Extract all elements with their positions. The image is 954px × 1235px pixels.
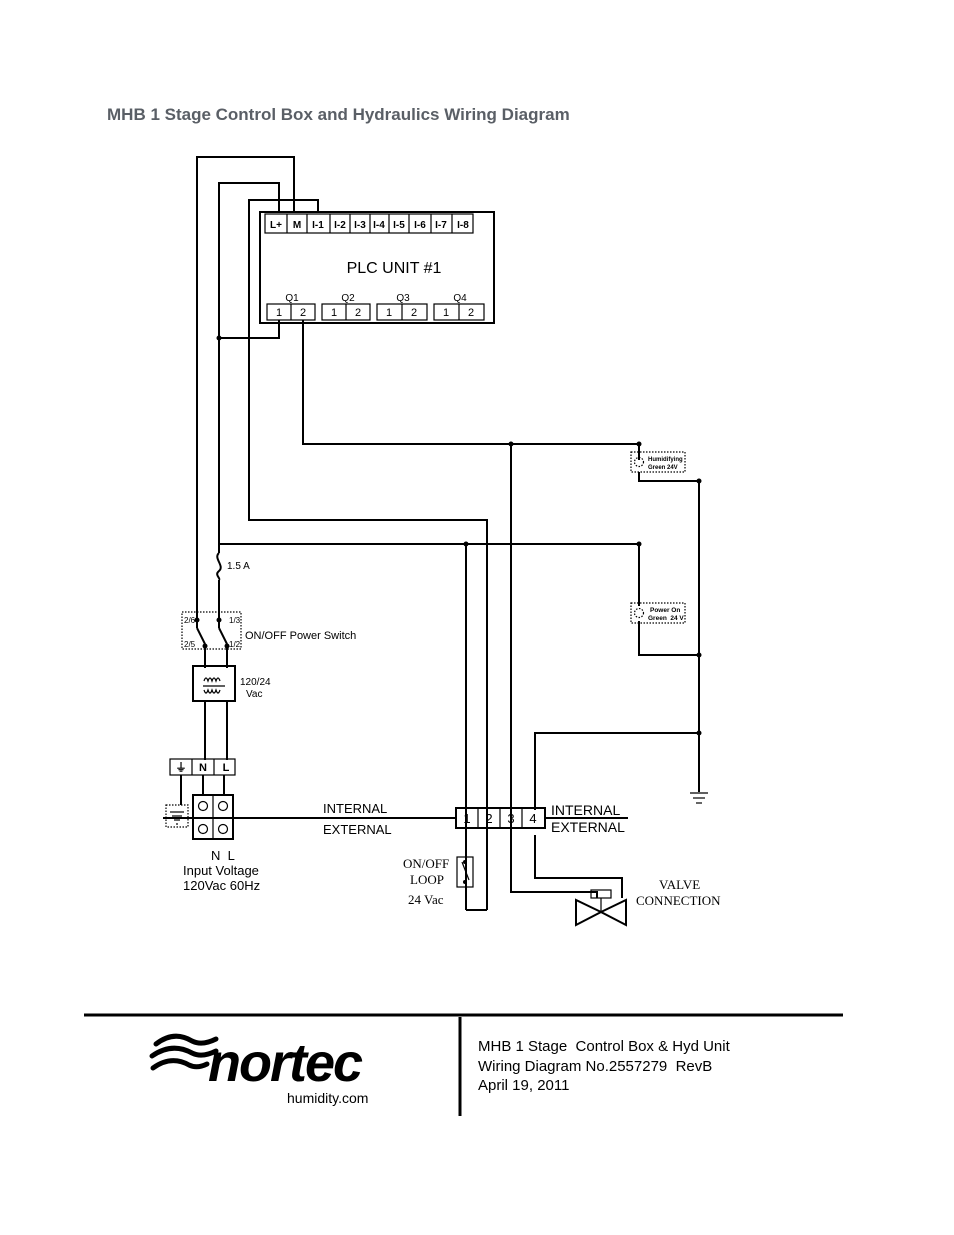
nortec-wave-icon xyxy=(149,1033,219,1071)
valve-label-2: CONNECTION xyxy=(636,893,721,908)
nortec-logo: nortec humidity.com xyxy=(149,1033,368,1106)
plc-terminal-i7: I-7 xyxy=(435,220,447,231)
q4-pin-1: 1 xyxy=(443,307,449,319)
q1-pin-2: 2 xyxy=(300,307,306,319)
power-on-lamp: Power On Green 24 V xyxy=(630,602,686,624)
loop-label-1: ON/OFF xyxy=(403,856,449,871)
plc-output-q2-label: Q2 xyxy=(341,293,355,304)
junction-dots xyxy=(216,335,702,736)
q3-pin-1: 1 xyxy=(386,307,392,319)
q4-pin-2: 2 xyxy=(468,307,474,319)
switch-pin-2-6: 2/6 xyxy=(184,616,196,625)
transformer: 120/24 Vac xyxy=(192,665,271,702)
q3-pin-2: 2 xyxy=(411,307,417,319)
plc-terminal-i1: I-1 xyxy=(312,220,324,231)
switch-pin-1-2: 1/2 xyxy=(229,640,241,649)
loop-label-3: 24 Vac xyxy=(408,892,444,907)
plc-input-terminal-row xyxy=(264,213,474,234)
internal-label-right: INTERNAL xyxy=(551,802,620,818)
input-terminal-block: ⏚ N L xyxy=(165,758,236,840)
power-switch-label: ON/OFF Power Switch xyxy=(245,630,356,642)
plc-unit: L+ M I-1 I-2 I-3 I-4 I-5 I-6 I-7 I-8 PLC… xyxy=(259,211,495,324)
loop-label-2: LOOP xyxy=(410,872,444,887)
plc-terminal-m: M xyxy=(293,220,301,231)
input-voltage-label: Input Voltage xyxy=(183,863,259,878)
plc-terminal-i6: I-6 xyxy=(414,220,426,231)
footer-line-1: MHB 1 Stage Control Box & Hyd Unit xyxy=(478,1038,731,1055)
external-label-right: EXTERNAL xyxy=(551,819,625,835)
page-title: MHB 1 Stage Control Box and Hydraulics W… xyxy=(107,105,570,124)
wires xyxy=(163,156,700,910)
power-on-lamp-label-1: Power On xyxy=(650,607,680,614)
plc-terminal-i8: I-8 xyxy=(457,220,469,231)
input-terminal-l: L xyxy=(223,762,230,774)
plc-terminal-lplus: L+ xyxy=(270,220,282,231)
footer-line-3: April 19, 2011 xyxy=(478,1077,569,1094)
transformer-label-1: 120/24 xyxy=(240,677,271,688)
humidifying-lamp-label-1: Humidifying xyxy=(648,457,683,463)
humidifying-lamp-label-2: Green 24V xyxy=(648,465,678,471)
plc-terminal-i5: I-5 xyxy=(393,220,405,231)
power-on-lamp-label-2: Green 24 V xyxy=(648,615,684,622)
plc-title: PLC UNIT #1 xyxy=(347,260,442,277)
earth-ground-icon xyxy=(690,792,708,804)
input-terminal-n: N xyxy=(199,762,207,774)
plc-output-q1-label: Q1 xyxy=(285,293,299,304)
q1-pin-1: 1 xyxy=(276,307,282,319)
input-voltage-spec: 120Vac 60Hz xyxy=(183,878,260,893)
humidifying-lamp: Humidifying Green 24V xyxy=(630,451,686,473)
plc-terminal-i3: I-3 xyxy=(354,220,366,231)
valve-label-1: VALVE xyxy=(659,877,700,892)
external-label-left: EXTERNAL xyxy=(323,822,392,837)
terminal-1: 1 xyxy=(463,811,470,826)
terminal-2: 2 xyxy=(485,811,492,826)
fuse: 1.5 A xyxy=(216,552,250,581)
q2-pin-2: 2 xyxy=(355,307,361,319)
valve: VALVE CONNECTION xyxy=(575,877,721,927)
switch-pin-1-3: 1/3 xyxy=(229,616,241,625)
plc-output-q3-label: Q3 xyxy=(396,293,410,304)
input-nl-label: N L xyxy=(211,848,235,863)
nortec-wordmark: nortec xyxy=(208,1033,363,1093)
onoff-loop: ON/OFF LOOP 24 Vac xyxy=(403,856,487,911)
plc-output-q4-label: Q4 xyxy=(453,293,467,304)
footer-line-2: Wiring Diagram No.2557279 RevB xyxy=(478,1058,712,1075)
switch-pin-2-5: 2/5 xyxy=(184,640,196,649)
terminal-strip: 1 2 3 4 xyxy=(455,807,546,829)
input-terminal-ground: ⏚ xyxy=(176,761,187,774)
plc-terminal-i2: I-2 xyxy=(334,220,346,231)
q2-pin-1: 1 xyxy=(331,307,337,319)
internal-label-left: INTERNAL xyxy=(323,801,387,816)
terminal-3: 3 xyxy=(507,811,514,826)
transformer-label-2: Vac xyxy=(246,689,263,700)
terminal-4: 4 xyxy=(529,811,536,826)
fuse-label: 1.5 A xyxy=(227,561,250,572)
nortec-url: humidity.com xyxy=(287,1090,368,1106)
plc-terminal-i4: I-4 xyxy=(373,220,385,231)
power-switch: 2/6 1/3 2/5 1/2 ON/OFF Power Switch xyxy=(181,611,356,650)
